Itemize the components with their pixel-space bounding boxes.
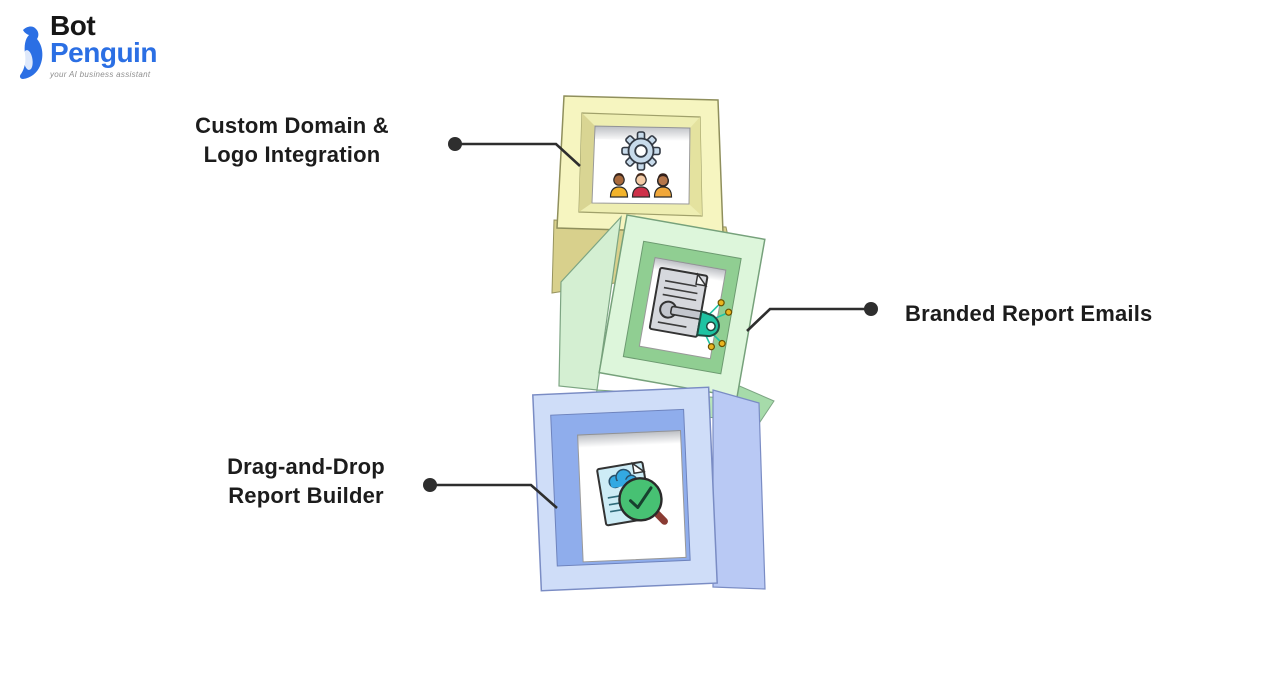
label-custom-domain-logo-integration: Custom Domain & Logo Integration xyxy=(182,111,402,169)
connector-dots xyxy=(423,137,878,492)
person-icon xyxy=(631,172,651,198)
label-branded-report-emails: Branded Report Emails xyxy=(905,299,1195,328)
document-fold xyxy=(695,272,708,287)
box-branded-emails xyxy=(558,214,775,426)
box-branded-emails-side-face xyxy=(558,215,622,391)
connector-dot xyxy=(864,302,878,316)
person-icon xyxy=(653,173,673,198)
brand-tagline: your AI business assistant xyxy=(50,70,151,79)
document-lines xyxy=(657,279,698,328)
magnifier-lens xyxy=(618,477,663,522)
gear-team-icon xyxy=(609,131,673,198)
document-fold xyxy=(631,461,646,475)
connector-report-builder xyxy=(430,483,558,509)
label-line: Branded Report Emails xyxy=(905,301,1153,326)
connectors xyxy=(430,142,871,509)
box-report-builder-side-face xyxy=(712,389,766,590)
connector-branded-emails xyxy=(746,307,871,332)
brand-name-bottom: Penguin xyxy=(50,37,157,68)
label-line: Drag-and-Drop xyxy=(227,454,385,479)
label-drag-and-drop-report-builder: Drag-and-Drop Report Builder xyxy=(196,452,416,510)
key-network-nodes xyxy=(707,299,733,351)
box-report-builder xyxy=(532,386,766,592)
box-custom-domain-frame-bevel-left xyxy=(579,113,595,212)
connector-dot xyxy=(423,478,437,492)
checkmark-icon xyxy=(629,486,653,509)
brand-name-top: Bot xyxy=(50,10,96,41)
team-icon xyxy=(609,172,673,198)
box-custom-domain-frame-bevel-right xyxy=(689,117,702,216)
botpenguin-logo: Bot Penguin your AI business assistant xyxy=(16,12,157,80)
label-line: Report Builder xyxy=(228,483,384,508)
person-icon xyxy=(609,172,629,198)
connector-dot xyxy=(448,137,462,151)
document-key-icon xyxy=(648,266,733,351)
key-bow-hole xyxy=(705,321,716,332)
document-magnifier-icon xyxy=(596,461,668,527)
box-report-builder-window-shadow xyxy=(577,430,682,449)
magnifier-handle xyxy=(652,509,668,525)
label-line: Custom Domain & xyxy=(195,113,389,138)
connector-custom-domain xyxy=(455,142,581,167)
gear-icon xyxy=(621,131,661,171)
penguin-icon xyxy=(19,26,43,79)
label-line: Logo Integration xyxy=(203,142,381,167)
